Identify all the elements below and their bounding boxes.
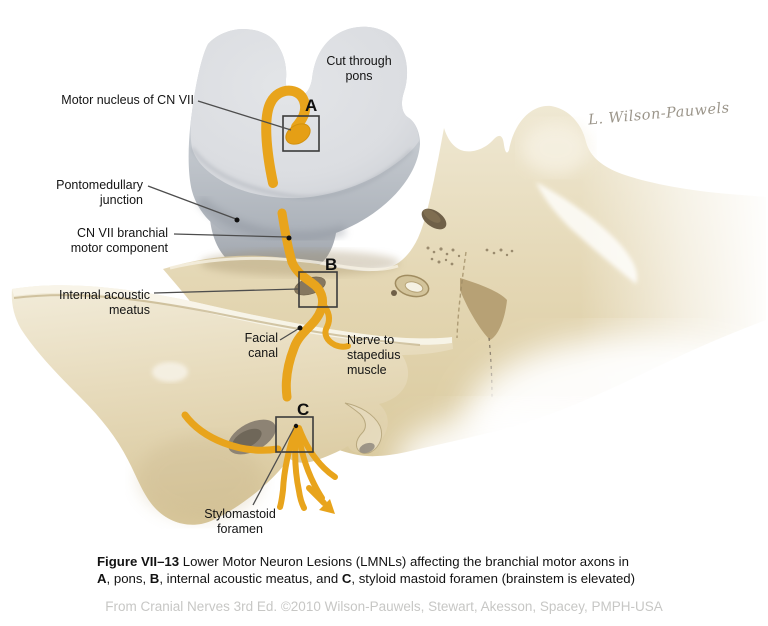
pointer-dot-cnvii [286, 235, 292, 241]
caption-line1-text: Lower Motor Neuron Lesions (LMNLs) affec… [179, 554, 629, 569]
clivus-wedge [460, 278, 507, 340]
styloid-process [344, 402, 383, 454]
petrous-ridge-highlight [12, 285, 452, 345]
caption-b-text: , internal acoustic meatus, and [159, 571, 342, 587]
styloid-cut-face [359, 442, 375, 454]
label-pontomedullary-junction: Pontomedullary junction [56, 178, 143, 207]
stapedius-branch [319, 300, 351, 350]
facial-nerve-trunk [281, 257, 328, 402]
caption-line-1: Figure VII–13 Lower Motor Neuron Lesions… [97, 553, 697, 570]
pointer-dot-pontomedullary [234, 217, 240, 223]
suture-dashed-line [488, 337, 493, 399]
caption-line-2: A, pons, B, internal acoustic meatus, an… [97, 570, 697, 587]
marker-letter-a: A [305, 96, 317, 115]
pointer-dot-facial-canal [297, 325, 303, 331]
facial-nerve [181, 85, 351, 514]
facial-nerve-hook [261, 85, 311, 188]
bone-shadow-under-pons [200, 250, 400, 276]
bone-edge-light [169, 256, 399, 271]
lesion-boxes [275, 115, 338, 453]
leader-cnvii-component [173, 233, 288, 238]
lesion-box-c [275, 416, 314, 453]
caption-figure-number: Figure VII–13 [97, 554, 180, 569]
leader-facial-canal [279, 328, 299, 341]
label-internal-acoustic-meatus: Internal acoustic meatus [58, 288, 150, 317]
lesion-box-b [298, 271, 338, 308]
vestibule-ring [394, 274, 430, 298]
caption-marker-a: A [97, 571, 107, 587]
facial-motor-nucleus [285, 123, 311, 145]
figure-caption: Figure VII–13 Lower Motor Neuron Lesions… [97, 553, 697, 587]
pointer-dot-stylomastoid [293, 423, 299, 429]
caption-c-text: , styloid mastoid foramen (brainstem is … [351, 571, 636, 587]
pointer-dots [234, 217, 303, 429]
jugular-foramen-inner [423, 209, 441, 223]
label-cut-through-pons: Cut through pons [326, 54, 392, 83]
suture-dashed-line-2 [456, 251, 467, 339]
label-motor-nucleus: Motor nucleus of CN VII [61, 93, 194, 107]
leader-pontomedullary [147, 185, 237, 220]
leader-internal-acoustic-meatus [153, 288, 299, 294]
petrous-ridge-shadow-line [13, 294, 421, 346]
mastoid-shading [138, 436, 262, 520]
leader-stylomastoid [252, 427, 295, 506]
label-cnvii-branchial: CN VII branchial motor component [70, 226, 168, 255]
marker-letter-c: C [297, 400, 309, 419]
leader-lines [147, 100, 299, 506]
mastoid-chip-highlight [152, 362, 188, 382]
marker-letter-b: B [325, 255, 337, 274]
label-nerve-to-stapedius: Nerve to stapedius muscle [347, 333, 401, 377]
bone-stipple-texture [426, 246, 514, 266]
leader-motor-nucleus [197, 100, 292, 131]
caption-a-text: , pons, [106, 571, 150, 587]
label-facial-canal: Facial canal [244, 331, 278, 360]
bone-process-highlight [522, 122, 590, 174]
caption-marker-c: C [341, 571, 352, 587]
bottom-right-fade-2 [395, 407, 695, 517]
credit-footer: From Cranial Nerves 3rd Ed. ©2010 Wilson… [105, 599, 663, 614]
caption-marker-b: B [149, 571, 160, 587]
direction-arrow [306, 485, 335, 514]
label-stylomastoid-foramen: Stylomastoid foramen [204, 507, 276, 536]
small-foramen [391, 290, 397, 296]
pons-rim-line [191, 147, 413, 199]
lesion-box-a [282, 115, 320, 152]
facial-nerve-mastoid-arc [181, 411, 282, 454]
